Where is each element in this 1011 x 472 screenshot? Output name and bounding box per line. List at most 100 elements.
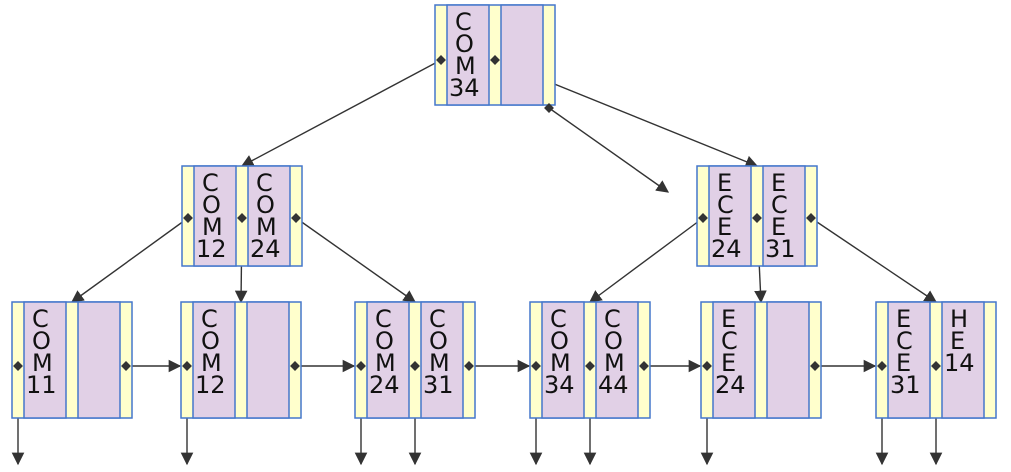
pointer-dots	[13, 55, 941, 371]
leaf-node-3-key-1-line-2: M	[604, 349, 625, 377]
edge-internal-0-to-leaf-0	[70, 217, 189, 303]
leaf-node-3-key-cell-0	[541, 301, 585, 419]
leaf-node-2-key-1-line-0: C	[429, 305, 446, 333]
internal-node-0-key-0-line-3: 12	[196, 235, 227, 263]
leaf-1-record-dot-0	[182, 361, 192, 371]
internal-0-ptr-dot-1	[237, 213, 247, 223]
root-node-key-0-line-2: M	[455, 52, 476, 80]
leaf-node-4-key-0-line-0: E	[721, 305, 736, 333]
leaf-3-record-dot-1	[585, 361, 595, 371]
internal-0-ptr-dot-0	[183, 213, 193, 223]
leaf-node-1-key-cell-1	[246, 301, 290, 419]
leaf-node-2-key-cell-1	[420, 301, 464, 419]
leaf-node-0-key-0-line-3: 11	[26, 371, 57, 399]
leaf-node-5-key-1-line-1: E	[950, 327, 965, 355]
leaf-node-1-key-0-line-3: 12	[195, 371, 226, 399]
leaf-node-5-key-0-line-3: 31	[890, 371, 921, 399]
internal-node-1-key-1-line-3: 31	[765, 235, 796, 263]
leaf-node-4-key-cell-1	[766, 301, 810, 419]
leaf-node-3-key-1-line-0: C	[604, 305, 621, 333]
root-node-key-cell-0	[446, 4, 490, 106]
internal-node-0-key-0-line-1: O	[202, 191, 221, 219]
leaf-1-next-dot	[290, 361, 300, 371]
leaf-node-0-key-0-line-2: M	[32, 349, 53, 377]
edge-root-to-internal-0	[240, 59, 442, 167]
leaf-node-2-key-1-line-1: O	[429, 327, 448, 355]
leaf-node-0-key-0-line-1: O	[32, 327, 51, 355]
leaf-node-3-key-1-line-3: 44	[598, 371, 629, 399]
internal-node-0-key-0-line-0: C	[202, 169, 219, 197]
leaf-node-5-key-1-line-0: H	[950, 305, 968, 333]
leaf-node-3-key-0-line-2: M	[550, 349, 571, 377]
leaf-node-4-key-0-line-3: 24	[715, 371, 746, 399]
leaf-node-1-key-0-line-2: M	[201, 349, 222, 377]
leaf-2-next-dot	[464, 361, 474, 371]
leaf-5-record-dot-1	[931, 361, 941, 371]
leaf-4-record-dot-0	[702, 361, 712, 371]
leaf-node-3-key-1-line-1: O	[604, 327, 623, 355]
leaf-node-2-key-0-line-3: 24	[369, 371, 400, 399]
leaf-node-3-key-cell-1	[595, 301, 639, 419]
internal-node-0-key-cell-1	[247, 165, 291, 267]
leaf-node-5-key-cell-1	[941, 301, 985, 419]
internal-node-1-key-0-line-0: E	[717, 169, 732, 197]
leaf-node-4-key-cell-0	[712, 301, 756, 419]
internal-node-1-key-0-line-2: E	[717, 213, 732, 241]
leaf-node-3-key-0-line-0: C	[550, 305, 567, 333]
leaf-node-2-key-0-line-0: C	[375, 305, 392, 333]
leaf-node-4-key-0-line-2: E	[721, 349, 736, 377]
internal-node-1-key-cell-1	[762, 165, 806, 267]
leaf-node-1-key-cell-0	[192, 301, 236, 419]
leaf-node-3-key-0-line-3: 34	[544, 371, 575, 399]
internal-node-1-key-1-line-0: E	[771, 169, 786, 197]
internal-1-ptr-dot-0	[698, 213, 708, 223]
leaf-node-5-key-0-line-2: E	[896, 349, 911, 377]
leaf-node-1-key-0-line-0: C	[201, 305, 218, 333]
internal-1-ptr-dot-1	[752, 213, 762, 223]
leaf-node-2-key-1-line-2: M	[429, 349, 450, 377]
internal-1-ptr-dot-2	[806, 213, 816, 223]
leaf-2-record-dot-0	[356, 361, 366, 371]
leaf-node-1-key-0-line-1: O	[201, 327, 220, 355]
internal-node-0-key-1-line-1: O	[256, 191, 275, 219]
leaf-node-2-key-1-line-3: 31	[423, 371, 454, 399]
edge-internal-1-to-leaf-5	[810, 217, 938, 303]
leaf-node-0-key-cell-1	[77, 301, 121, 419]
leaf-3-next-dot	[639, 361, 649, 371]
leaf-2-record-dot-1	[410, 361, 420, 371]
internal-node-0-key-cell-0	[193, 165, 237, 267]
root-node-key-0-line-3: 34	[449, 74, 480, 102]
leaf-node-5-key-cell-0	[887, 301, 931, 419]
leaf-node-4-key-0-line-1: C	[721, 327, 738, 355]
leaf-node-5-key-0-line-1: C	[896, 327, 913, 355]
leaf-node-5-key-1-line-2: 14	[944, 349, 975, 377]
leaf-5-record-dot-0	[877, 361, 887, 371]
leaf-node-0-key-cell-0	[23, 301, 67, 419]
edge-root-null-ptr	[548, 107, 670, 193]
root-node-key-0-line-0: C	[455, 8, 472, 36]
leaf-node-2-key-cell-0	[366, 301, 410, 419]
internal-node-1-key-1-line-1: C	[771, 191, 788, 219]
internal-node-0-key-1-line-0: C	[256, 169, 273, 197]
leaf-node-2-key-0-line-1: O	[375, 327, 394, 355]
leaf-node-5-key-0-line-0: E	[896, 305, 911, 333]
